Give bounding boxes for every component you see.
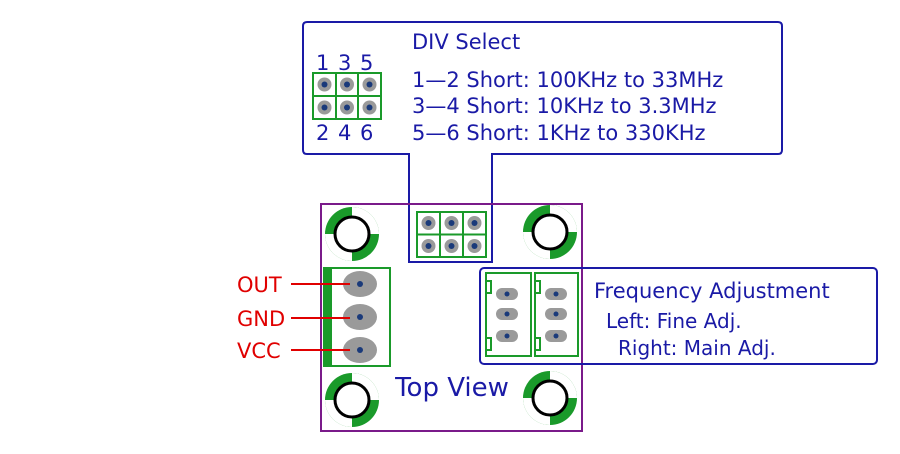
mounting-hole-bottom-right — [523, 371, 577, 425]
pin-label-1: 1 — [316, 51, 329, 75]
frequency-left-label: Left: Fine Adj. — [606, 309, 742, 333]
mounting-hole-top-right — [523, 205, 577, 259]
div-select-callout — [302, 21, 783, 263]
legend-jumper-header — [312, 72, 382, 120]
frequency-title: Frequency Adjustment — [594, 279, 830, 303]
mounting-hole-top-left — [325, 207, 379, 261]
potentiometer-main — [534, 272, 579, 357]
frequency-right-label: Right: Main Adj. — [618, 336, 776, 360]
div-select-line-3: 5—6 Short: 1KHz to 330KHz — [412, 121, 706, 145]
connector-label-gnd: GND — [237, 307, 285, 331]
connector-label-out: OUT — [237, 273, 282, 297]
potentiometer-fine — [485, 272, 532, 357]
div-select-line-1: 1—2 Short: 100KHz to 33MHz — [412, 68, 723, 92]
pin-label-6: 6 — [360, 121, 373, 145]
connector-label-vcc: VCC — [237, 339, 281, 363]
frequency-callout — [479, 267, 878, 365]
pin-label-5: 5 — [360, 51, 373, 75]
board-caption: Top View — [394, 373, 509, 403]
connector-leader-lines — [291, 283, 350, 351]
mounting-hole-bottom-left — [325, 373, 379, 427]
div-select-line-2: 3—4 Short: 10KHz to 3.3MHz — [412, 94, 717, 118]
board-jumper-header — [416, 211, 487, 258]
pin-label-2: 2 — [316, 121, 329, 145]
div-select-title: DIV Select — [412, 30, 520, 54]
pin-label-3: 3 — [338, 51, 351, 75]
pin-label-4: 4 — [338, 121, 351, 145]
